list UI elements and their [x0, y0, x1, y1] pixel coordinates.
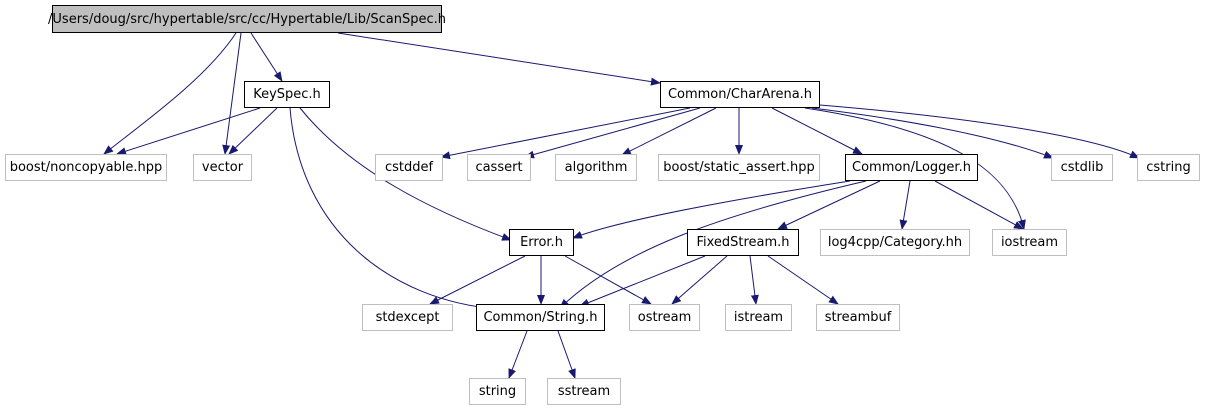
edge-commonstring-to-string [508, 330, 528, 379]
edge-chararena-to-logger [771, 107, 863, 155]
node-keyspec-h[interactable]: KeySpec.h [244, 81, 330, 108]
node-chararena-h[interactable]: Common/CharArena.h [660, 81, 820, 108]
edge-fixedstream-to-ostream [671, 255, 728, 305]
edge-keyspec-to-vector [228, 107, 278, 155]
node-error-h[interactable]: Error.h [509, 229, 574, 256]
edge-chararena-to-cstddef [440, 107, 691, 160]
edge-keyspec-to-error [299, 107, 512, 241]
edge-logger-to-error [572, 180, 851, 239]
edge-commonstring-to-sstream [557, 330, 576, 379]
edge-fixedstream-to-commonstring [579, 255, 706, 307]
edge-keyspec-to-noncopyable [116, 107, 261, 156]
node-istream: istream [725, 304, 792, 331]
edge-logger-to-fixedstream [777, 180, 881, 230]
node-stdexcept: stdexcept [362, 304, 453, 331]
edge-chararena-to-cstring [819, 104, 1140, 159]
node-boost-noncopyable: boost/noncopyable.hpp [5, 154, 167, 181]
node-sstream: sstream [547, 378, 621, 405]
edge-logger-to-category [899, 180, 911, 230]
edge-chararena-to-algorithm [621, 107, 717, 156]
edge-error-to-ostream [564, 255, 652, 305]
node-logger-h[interactable]: Common/Logger.h [845, 154, 978, 181]
edge-root-to-vector [222, 32, 242, 155]
edge-root-to-chararena [337, 32, 661, 86]
node-cstdlib: cstdlib [1051, 154, 1113, 181]
node-boost-static-assert: boost/static_assert.hpp [658, 154, 820, 181]
node-cassert: cassert [467, 154, 531, 181]
edge-fixedstream-to-streambuf [767, 255, 839, 305]
edge-keyspec-to-commonstring [289, 107, 498, 313]
node-cstddef: cstddef [375, 154, 443, 181]
edge-chararena-to-cassert [524, 107, 701, 159]
edge-error-to-stdexcept [429, 255, 526, 305]
node-fixedstream-h[interactable]: FixedStream.h [687, 229, 799, 256]
edge-logger-to-iostream [934, 180, 1024, 230]
node-iostream: iostream [992, 229, 1067, 256]
node-common-string-h[interactable]: Common/String.h [476, 304, 605, 331]
node-algorithm: algorithm [555, 154, 637, 181]
edge-chararena-to-cstdlib [811, 107, 1054, 159]
node-scanspec-h[interactable]: /Users/doug/src/hypertable/src/cc/Hypert… [48, 5, 446, 33]
node-vector: vector [193, 154, 252, 181]
edge-root-to-noncopyable [103, 32, 237, 155]
edge-root-to-keyspec [250, 32, 283, 82]
edge-fixedstream-to-istream [749, 255, 759, 305]
node-log4cpp-category: log4cpp/Category.hh [820, 229, 970, 256]
node-cstring: cstring [1137, 154, 1200, 181]
node-ostream: ostream [629, 304, 700, 331]
node-string: string [469, 378, 526, 405]
edge-logger-to-commonstring [559, 180, 867, 309]
node-streambuf: streambuf [816, 304, 900, 331]
